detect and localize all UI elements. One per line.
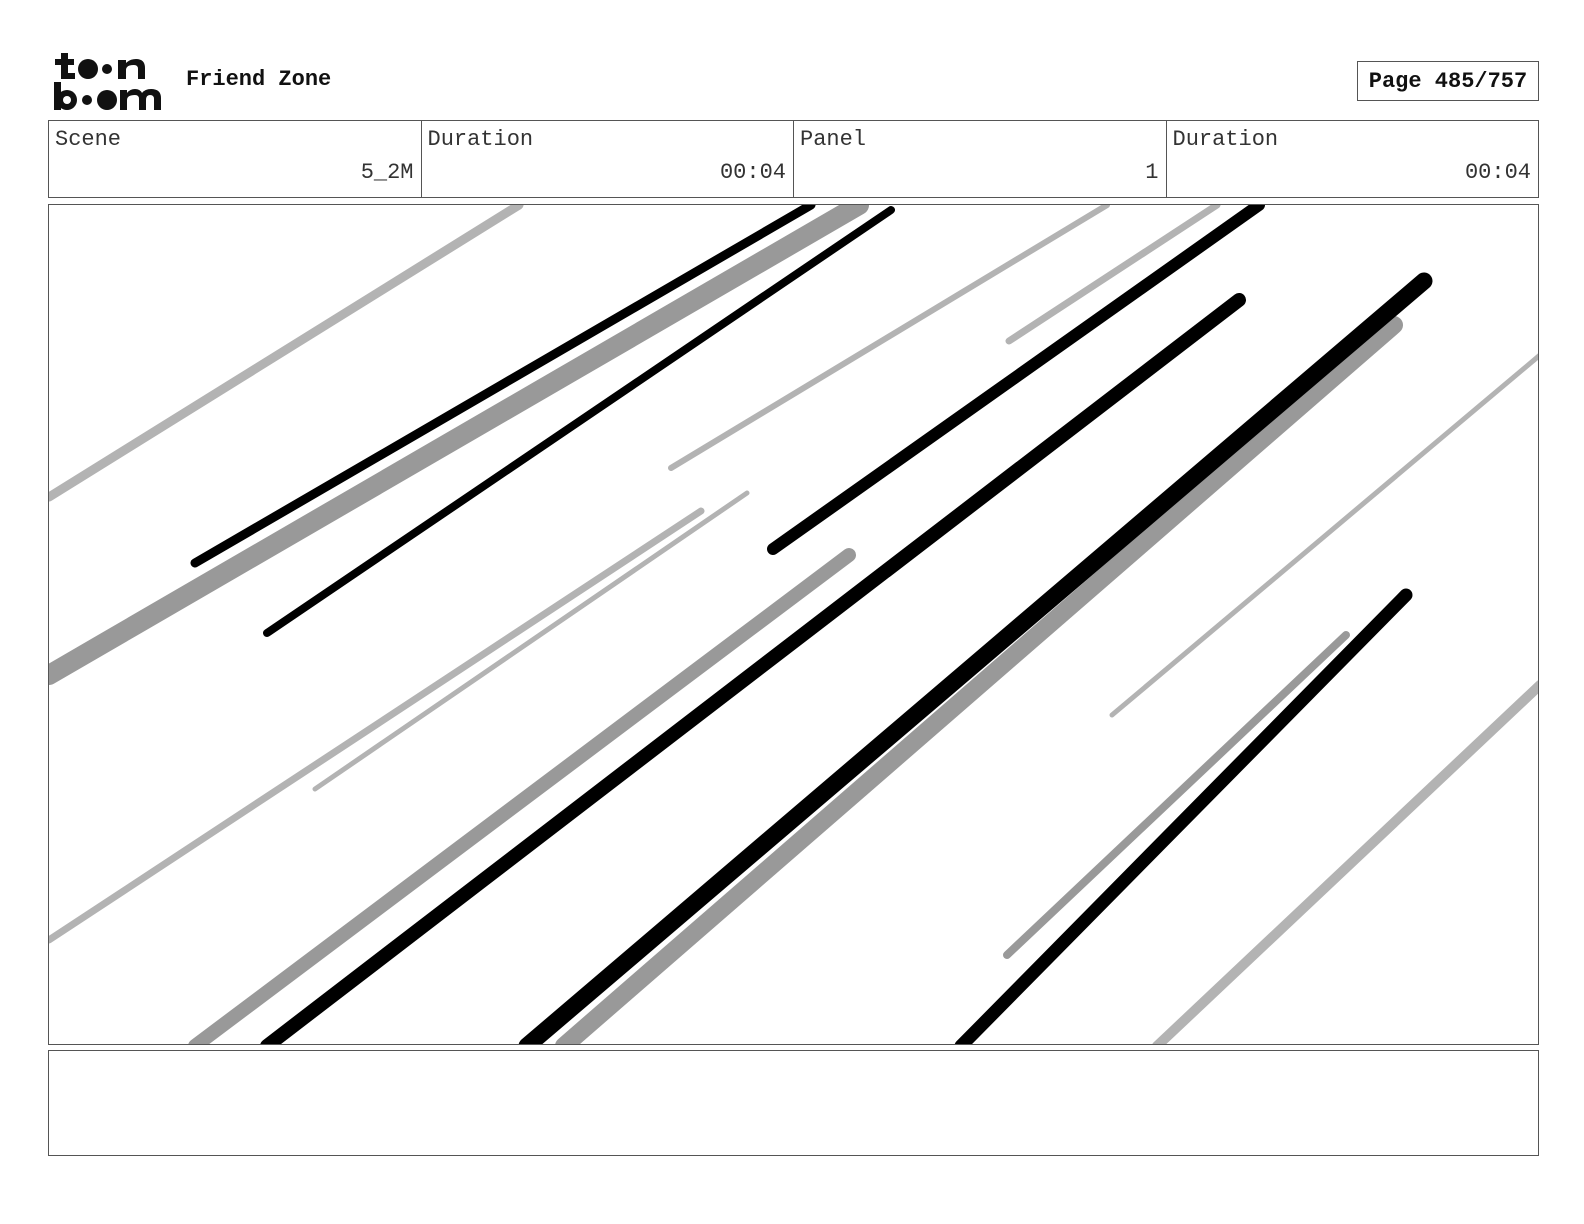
speed-line-gray-3	[555, 316, 1403, 1044]
speed-line-light-4	[49, 507, 705, 944]
speed-line-light-7	[1152, 680, 1538, 1044]
panel-duration-value: 00:04	[1464, 160, 1531, 185]
speed-line-light-3	[1005, 205, 1221, 345]
speed-line-gray-1	[49, 205, 869, 685]
speed-line-black-6	[954, 588, 1413, 1044]
toon-boom-logo	[52, 50, 164, 112]
scene-cell: Scene 5_2M	[49, 121, 422, 197]
speed-line-light-5	[312, 490, 750, 792]
panel-notes-box	[48, 1050, 1539, 1156]
speed-line-black-5	[518, 272, 1433, 1044]
storyboard-panel	[48, 204, 1539, 1045]
speed-line-gray-4	[1003, 631, 1350, 959]
speed-line-light-1	[49, 205, 524, 502]
page-indicator: Page 485/757	[1357, 61, 1539, 101]
scene-duration-label: Duration	[427, 127, 534, 152]
panel-duration-cell: Duration 00:04	[1167, 121, 1539, 197]
toon-boom-logo-icon	[54, 53, 161, 110]
page-indicator-text: Page 485/757	[1368, 68, 1528, 94]
project-title: Friend Zone	[186, 67, 332, 92]
speed-line-light-2	[668, 205, 1110, 471]
speed-line-black-3	[767, 205, 1265, 555]
speed-lines-drawing	[49, 205, 1538, 1044]
panel-label: Panel	[800, 127, 867, 152]
scene-duration-cell: Duration 00:04	[422, 121, 794, 197]
speed-line-black-4	[260, 293, 1246, 1044]
scene-label: Scene	[55, 127, 122, 152]
speed-line-black-1	[190, 205, 816, 568]
speed-line-light-6	[1109, 353, 1538, 718]
speed-line-gray-2	[188, 548, 856, 1044]
scene-duration-value: 00:04	[719, 160, 786, 185]
panel-cell: Panel 1	[794, 121, 1167, 197]
scene-info-row: Scene 5_2M Duration 00:04 Panel 1 Durati…	[48, 120, 1539, 198]
speed-line-black-2	[263, 206, 895, 637]
scene-value: 5_2M	[360, 160, 414, 185]
panel-duration-label: Duration	[1172, 127, 1279, 152]
panel-value: 1	[1145, 160, 1159, 185]
